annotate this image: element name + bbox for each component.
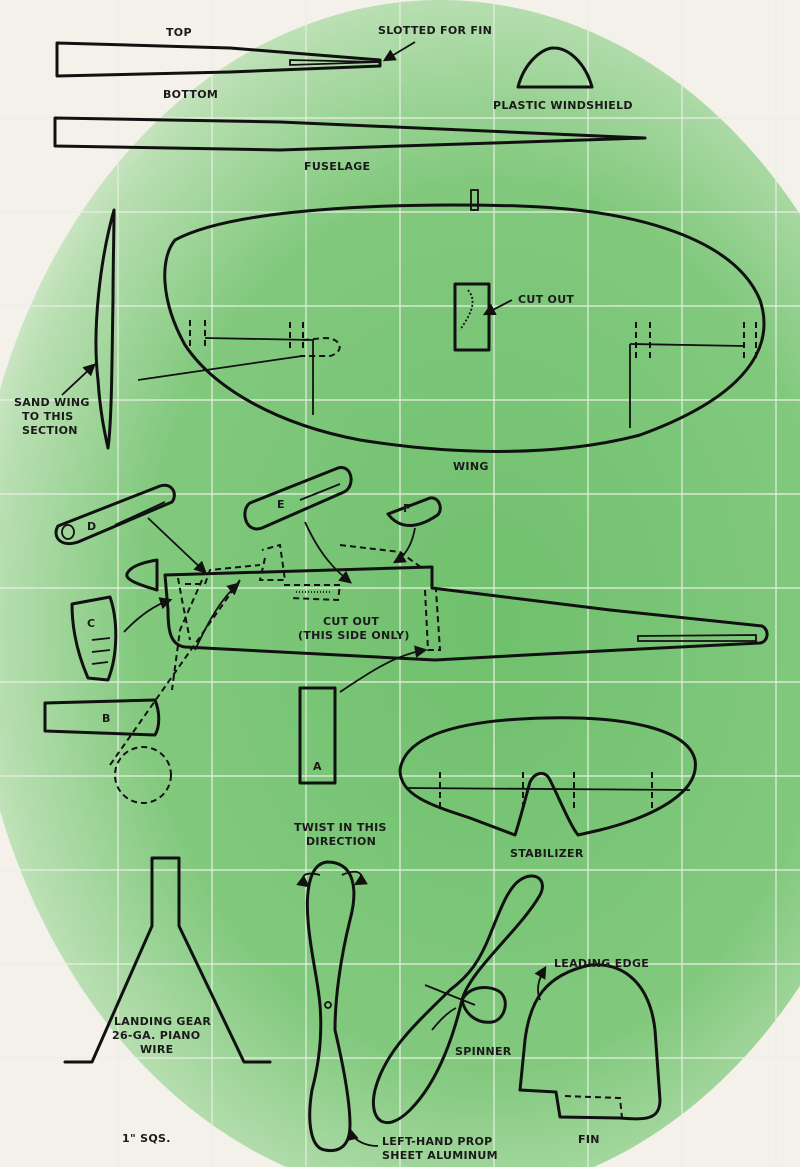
slotted-for-fin-label: SLOTTED FOR FIN — [378, 24, 492, 37]
arrow-main-d — [194, 582, 240, 651]
prop-label-2: SHEET ALUMINUM — [382, 1149, 498, 1162]
part-d-label: D — [87, 520, 96, 533]
prop-label-1: LEFT-HAND PROP — [382, 1135, 493, 1148]
fin-label: FIN — [578, 1133, 600, 1146]
cut-out-side-label-2: (THIS SIDE ONLY) — [298, 629, 410, 642]
propeller-side — [372, 874, 544, 1124]
wing-part — [137, 189, 766, 453]
part-a-label: A — [313, 760, 322, 773]
part-c-label: C — [87, 617, 95, 630]
fin-part — [518, 963, 662, 1121]
cut-out-label: CUT OUT — [518, 293, 574, 306]
part-c — [70, 595, 118, 682]
propeller-front — [296, 860, 368, 1153]
fuselage-side-view — [109, 543, 769, 804]
arrow-main-a — [339, 645, 428, 693]
part-b — [43, 698, 161, 737]
squares-label: 1" SQS. — [122, 1132, 171, 1145]
landing-gear-wire — [63, 856, 272, 1064]
arrow-d — [147, 517, 207, 574]
part-d — [54, 483, 176, 545]
landing-gear-label-1: LANDING GEAR — [114, 1015, 211, 1028]
cut-out-side-label-1: CUT OUT — [323, 615, 379, 628]
part-f — [386, 496, 442, 527]
sand-wing-label-1: SAND WING — [14, 396, 90, 409]
wing-label: WING — [453, 460, 489, 473]
arrow-e — [304, 521, 352, 584]
part-e — [243, 466, 353, 531]
fuselage-bottom-view — [53, 116, 647, 152]
wing-section-profile — [94, 208, 116, 450]
landing-gear-label-2: 26-GA. PIANO — [112, 1029, 200, 1042]
stabilizer-label: STABILIZER — [510, 847, 584, 860]
part-f-label: F — [403, 502, 411, 515]
arrow-prop — [346, 1127, 379, 1147]
top-label: TOP — [166, 26, 192, 39]
stabilizer-part — [398, 716, 697, 837]
part-b-label: B — [102, 712, 111, 725]
twist-label-1: TWIST IN THIS — [294, 821, 387, 834]
landing-gear-label-3: WIRE — [140, 1043, 173, 1056]
windshield-part — [516, 46, 594, 89]
part-a — [298, 686, 337, 785]
twist-label-2: DIRECTION — [306, 835, 376, 848]
sand-wing-arrow — [61, 363, 96, 396]
sand-wing-label-2: TO THIS — [22, 410, 74, 423]
part-e-label: E — [277, 498, 285, 511]
fuselage-top-view — [55, 41, 416, 78]
sand-wing-label-3: SECTION — [22, 424, 78, 437]
arrow-f — [392, 527, 416, 564]
bottom-label: BOTTOM — [163, 88, 218, 101]
fuselage-label: FUSELAGE — [304, 160, 370, 173]
leading-edge-label: LEADING EDGE — [554, 957, 649, 970]
spinner-label: SPINNER — [455, 1045, 512, 1058]
plastic-windshield-label: PLASTIC WINDSHIELD — [493, 99, 633, 112]
spinner-nose — [125, 558, 159, 592]
